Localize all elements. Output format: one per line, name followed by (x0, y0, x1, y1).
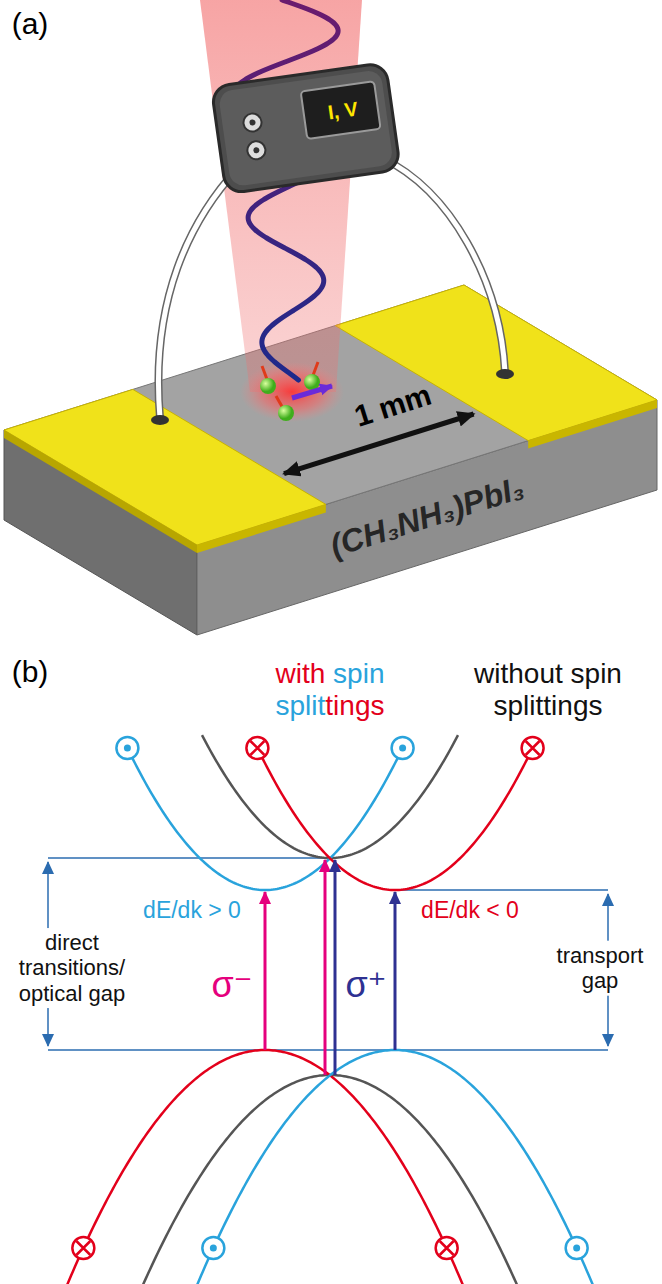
polarization-label: σ⁺ (345, 964, 386, 1005)
band-curve (142, 1075, 518, 1284)
curve-legend-text: without spin splittings (448, 658, 648, 722)
spin-symbols (72, 737, 587, 1259)
spin-symbol (566, 1237, 588, 1259)
spin-symbol (436, 1237, 458, 1259)
spin-symbol (116, 737, 138, 759)
band-curve (202, 735, 458, 858)
dimension-label: 1 mm (350, 378, 435, 434)
curve-legend-text: with spin splittings (250, 658, 410, 722)
transition-arrows (265, 860, 395, 1075)
panel-label: (a) (12, 7, 49, 42)
slope-label: dE/dk > 0 (143, 897, 241, 923)
spin-symbol (202, 1237, 224, 1259)
laser-spot (240, 362, 344, 422)
meter-readout: I, V (327, 98, 360, 125)
meter (211, 62, 400, 193)
band-curve (195, 1050, 595, 1284)
spin-symbol (246, 737, 268, 759)
spin-symbol (522, 737, 544, 759)
gap-label: direct transitions/ optical gap (7, 928, 138, 1008)
spin-carriers (260, 362, 332, 421)
panel-label: (b) (12, 655, 49, 690)
spin-symbol (392, 737, 414, 759)
band-curve (253, 739, 537, 890)
band-curves (65, 735, 595, 1284)
spin-symbol (72, 1237, 94, 1259)
wires (151, 158, 514, 425)
polarization-label: σ⁻ (211, 964, 252, 1005)
band-curve (65, 1050, 465, 1284)
gap-label: transport gap (545, 941, 656, 996)
laser-beam (200, 0, 362, 392)
slope-label: dE/dk < 0 (421, 897, 519, 923)
material-label: (CH₃NH₃)PbI₃ (326, 469, 529, 564)
